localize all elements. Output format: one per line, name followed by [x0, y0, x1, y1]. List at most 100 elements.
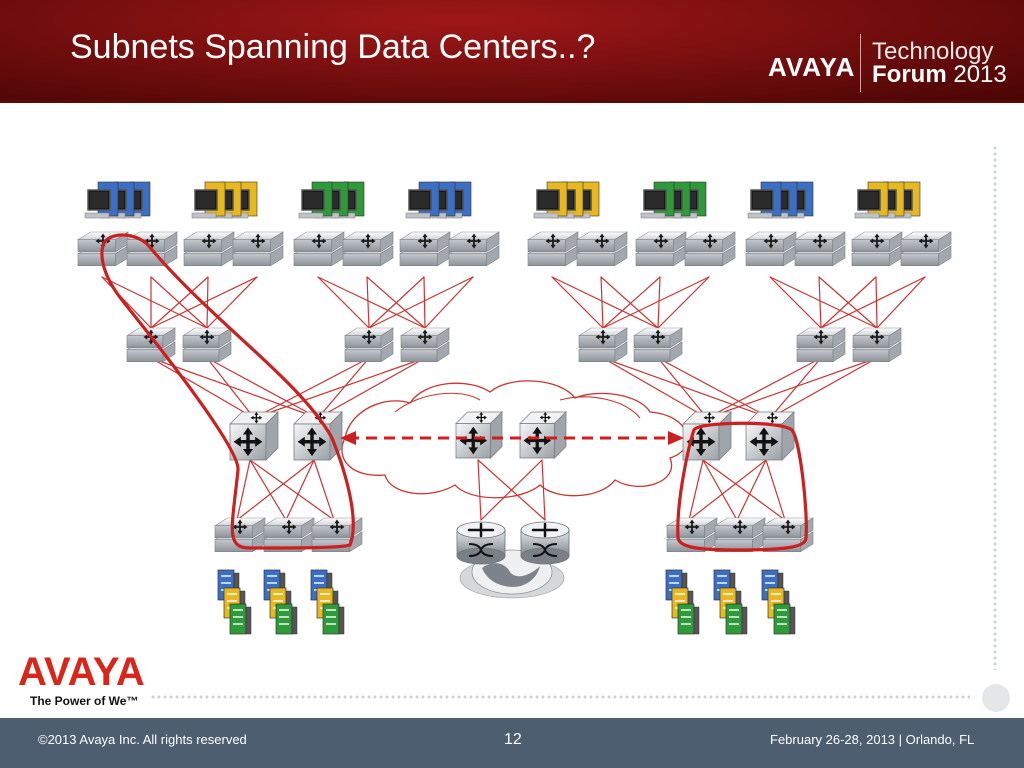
server-slot	[314, 582, 324, 584]
subnet-highlight-left	[100, 233, 355, 550]
server-icon	[322, 603, 345, 635]
switch-side-face	[832, 231, 846, 253]
switch-icon	[447, 231, 501, 267]
arrows-glyph	[417, 329, 433, 345]
server-slot	[777, 609, 787, 611]
arrows-glyph	[732, 519, 748, 535]
switch-front-face	[344, 349, 382, 363]
server-side	[291, 606, 298, 635]
router-icon	[456, 521, 506, 565]
link-line	[253, 357, 370, 419]
switch-icon	[793, 231, 847, 267]
header-separator	[860, 34, 861, 92]
link-line	[769, 276, 878, 329]
switch-side-face	[938, 245, 952, 267]
switch-side-face	[614, 245, 628, 267]
link-layer	[101, 276, 926, 521]
link-line	[150, 276, 209, 329]
switch-side-face	[218, 327, 232, 349]
core-switch-icon	[519, 411, 567, 459]
avaya-logo: AVAYA	[18, 650, 145, 694]
switch-side-face	[164, 231, 178, 253]
arrows-glyph	[684, 519, 700, 535]
workstation-icon	[84, 181, 151, 219]
server-slot	[729, 609, 739, 611]
slide-footer	[0, 718, 1024, 768]
switch-front-face	[684, 253, 723, 266]
switch-front-face	[527, 253, 566, 266]
page-number: 12	[504, 731, 522, 748]
server-slot	[233, 623, 243, 625]
dotted-side-rule	[992, 145, 998, 670]
device-layer	[76, 181, 953, 635]
switch-icon	[125, 231, 179, 267]
router-cross	[532, 543, 558, 557]
switch-side-face	[669, 341, 683, 363]
cube-side-face	[490, 411, 503, 459]
switch-icon	[683, 231, 737, 267]
arrows-glyph	[702, 233, 718, 249]
workstation-icon	[191, 181, 258, 219]
server-chassis	[322, 603, 340, 635]
workstation-icon	[405, 181, 472, 219]
switch-side-face	[436, 341, 450, 363]
switch-side-face	[614, 327, 628, 349]
server-slot	[221, 575, 231, 577]
arrows-glyph	[417, 233, 433, 249]
switch-side-face	[888, 327, 902, 349]
arrows-glyph	[763, 233, 779, 249]
link-line	[602, 357, 708, 419]
arrows-glyph	[653, 233, 669, 249]
switch-side-face	[722, 231, 736, 253]
switch-front-face	[794, 253, 833, 266]
link-line	[657, 276, 661, 329]
link-line	[424, 276, 474, 329]
workstation-keyboard	[533, 212, 559, 219]
server-slot	[777, 623, 787, 625]
corner-ornament	[982, 684, 1010, 712]
globe-land	[482, 563, 540, 588]
edge-switch-icon	[713, 517, 767, 553]
server-slot	[723, 593, 733, 595]
arrows-glyph	[250, 412, 263, 424]
arrows-glyph	[595, 329, 611, 345]
cube-side-face	[781, 411, 795, 461]
cloud-arc	[559, 396, 641, 419]
switch-side-face	[832, 341, 846, 363]
switch-front-face	[578, 349, 616, 363]
router-cross	[468, 543, 494, 557]
switch-side-face	[888, 341, 902, 363]
switch-icon	[341, 231, 395, 267]
event-name-line2: Forum 2013	[872, 63, 1007, 87]
switch-side-face	[162, 327, 176, 349]
link-line	[313, 459, 335, 521]
monitor-screen	[304, 192, 322, 208]
server-slot	[326, 623, 336, 625]
server-slot	[681, 616, 691, 618]
switch-icon	[526, 231, 580, 267]
server-slot	[314, 575, 324, 577]
edge-switch-icon	[213, 517, 267, 553]
monitor-screen	[860, 192, 878, 208]
server-slot	[267, 575, 277, 577]
server-slot	[765, 582, 775, 584]
server-slot	[273, 600, 283, 602]
link-line	[600, 276, 659, 329]
arrows-glyph	[466, 233, 482, 249]
link-line	[423, 276, 426, 329]
link-line	[206, 276, 258, 329]
switch-icon	[899, 231, 953, 267]
server-icon	[275, 603, 298, 635]
server-icon	[229, 603, 252, 635]
switch-icon	[231, 231, 285, 267]
switch-front-face	[796, 349, 834, 363]
link-line	[765, 459, 786, 521]
arrows-glyph	[329, 519, 345, 535]
link-line	[600, 276, 604, 329]
arrows-glyph	[869, 329, 885, 345]
switch-icon	[744, 231, 798, 267]
server-slot	[233, 616, 243, 618]
switch-side-face	[270, 231, 284, 253]
event-year-label: 2013	[946, 61, 1007, 88]
router-icon	[520, 521, 570, 565]
